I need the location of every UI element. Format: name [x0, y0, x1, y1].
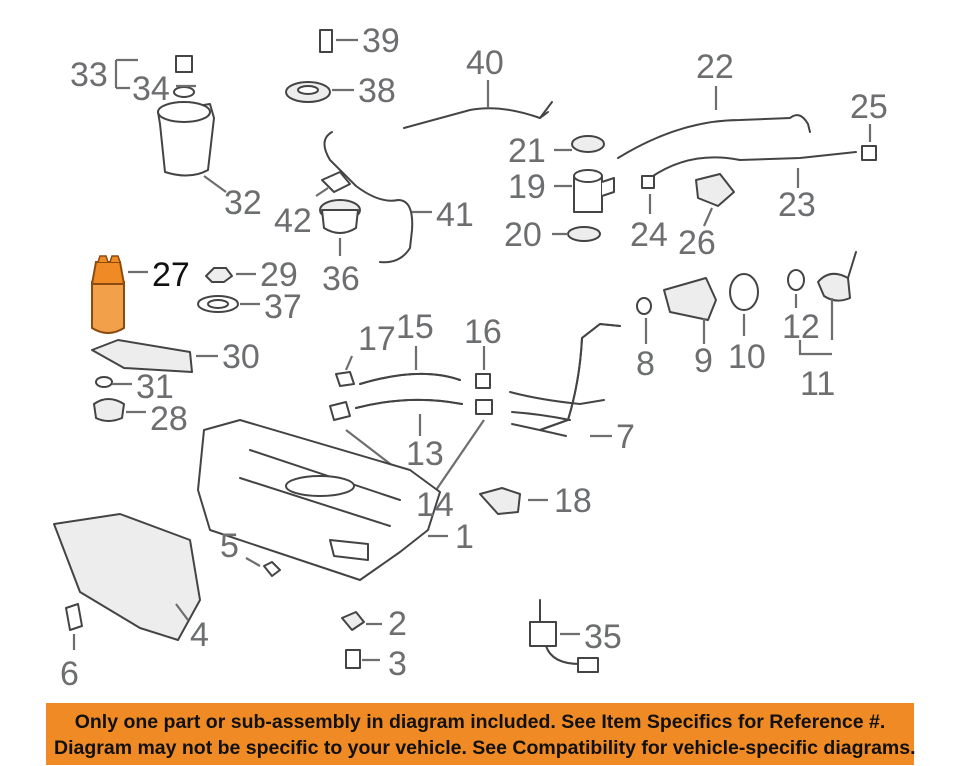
callout-24: 24 — [630, 216, 668, 254]
callout-22: 22 — [696, 48, 734, 86]
callout-4: 4 — [190, 616, 209, 654]
callout-12: 12 — [782, 308, 820, 346]
callout-1: 1 — [455, 518, 474, 556]
callout-21: 21 — [508, 132, 546, 170]
callout-26: 26 — [678, 224, 716, 262]
callout-42: 42 — [274, 202, 312, 240]
callout-33: 33 — [70, 56, 108, 94]
callout-3: 3 — [388, 645, 407, 683]
callout-25: 25 — [850, 88, 888, 126]
callout-31: 31 — [136, 368, 174, 406]
callout-8: 8 — [636, 345, 655, 383]
callout-30: 30 — [222, 338, 260, 376]
callout-35: 35 — [584, 618, 622, 656]
callout-16: 16 — [464, 313, 502, 351]
callout-29: 29 — [260, 256, 298, 294]
callout-32: 32 — [224, 184, 262, 222]
callout-18: 18 — [554, 482, 592, 520]
callout-9: 9 — [694, 342, 713, 380]
callout-5: 5 — [220, 527, 239, 565]
callout-14: 14 — [416, 486, 454, 524]
fuel-tank-1-drawing — [197, 419, 441, 581]
callout-37: 37 — [264, 288, 302, 326]
fuel-filter-32-drawing — [157, 55, 215, 177]
callout-7: 7 — [616, 418, 635, 456]
fuel-pump-27-drawing — [90, 255, 126, 334]
callout-28: 28 — [150, 400, 188, 438]
callout-11: 11 — [800, 365, 835, 403]
callout-23: 23 — [778, 186, 816, 224]
callout-39: 39 — [362, 22, 400, 60]
callout-15: 15 — [396, 308, 434, 346]
callout-13: 13 — [406, 435, 444, 473]
callout-19: 19 — [508, 168, 546, 206]
disclaimer-line-2: Diagram may not be specific to your vehi… — [54, 737, 916, 759]
callout-27: 27 — [152, 256, 190, 294]
callout-6: 6 — [60, 655, 79, 693]
callout-10: 10 — [728, 338, 766, 376]
disclaimer-banner: Only one part or sub-assembly in diagram… — [46, 703, 916, 765]
callout-40: 40 — [466, 44, 504, 82]
callout-41: 41 — [436, 196, 474, 234]
callout-20: 20 — [504, 216, 542, 254]
disclaimer-line-1: Only one part or sub-assembly in diagram… — [74, 711, 886, 733]
parts-diagram: 1 2 3 4 5 6 7 8 9 10 11 12 13 14 15 16 1… — [53, 22, 888, 693]
callout-17: 17 — [358, 320, 396, 358]
callout-36: 36 — [322, 260, 360, 298]
callout-2: 2 — [388, 605, 407, 643]
callout-34: 34 — [132, 70, 170, 108]
callout-38: 38 — [358, 72, 396, 110]
